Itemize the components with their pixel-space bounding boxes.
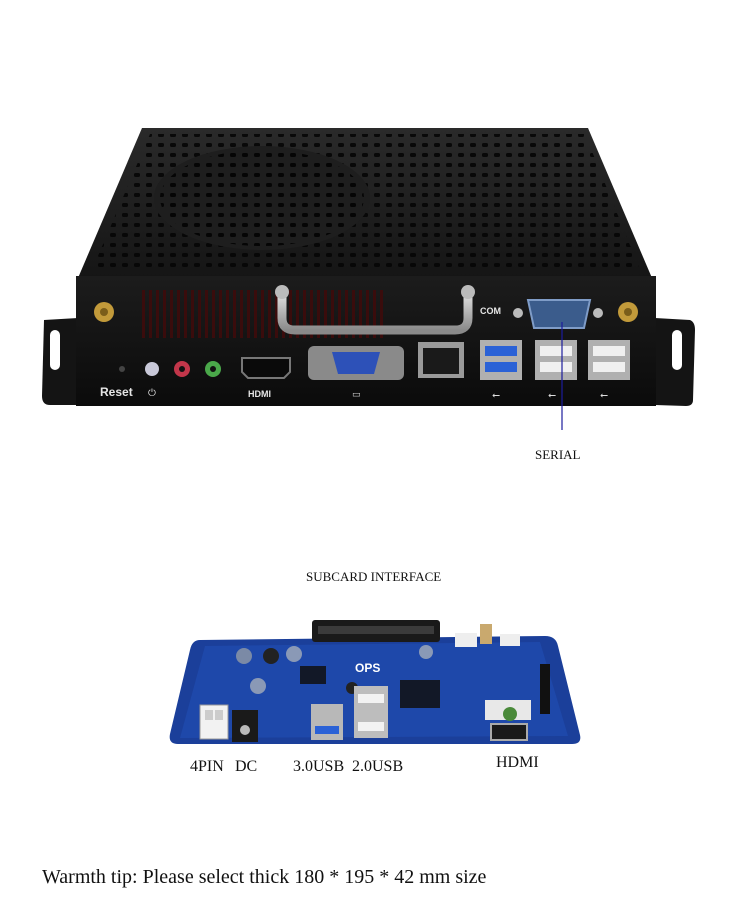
svg-text:⭠: ⭠ xyxy=(548,390,556,401)
subcard-interface-label: SUBCARD INTERFACE xyxy=(306,569,442,584)
wifi-antenna-right-icon xyxy=(618,302,638,322)
com-port-label: COM xyxy=(480,306,501,316)
wifi-antenna-left-icon xyxy=(94,302,114,322)
svg-text:⏻: ⏻ xyxy=(148,388,156,399)
board-usb2-label: 2.0USB xyxy=(352,758,404,775)
svg-text:⭠: ⭠ xyxy=(492,390,500,401)
hdmi-port-label: HDMI xyxy=(248,389,271,399)
board-usb3-label: 3.0USB xyxy=(293,758,345,775)
board-hdmi-label: HDMI xyxy=(496,754,539,771)
reset-label: Reset xyxy=(100,385,133,399)
board-4pin-label: 4PIN xyxy=(190,758,224,775)
svg-text:⭠: ⭠ xyxy=(600,390,608,401)
svg-text:▭: ▭ xyxy=(352,390,361,400)
board-ops-silkscreen: OPS xyxy=(355,661,380,675)
serial-callout-label: SERIAL xyxy=(535,447,581,462)
ops-subcard-board-photo: OPS xyxy=(169,620,581,744)
ops-mini-pc-photo: ⏻ ▭ ⭠ ⭠ ⭠ Reset HDMI COM xyxy=(42,128,695,430)
footer-tip: Warmth tip: Please select thick 180 * 19… xyxy=(42,866,487,888)
board-dc-label: DC xyxy=(235,758,258,775)
